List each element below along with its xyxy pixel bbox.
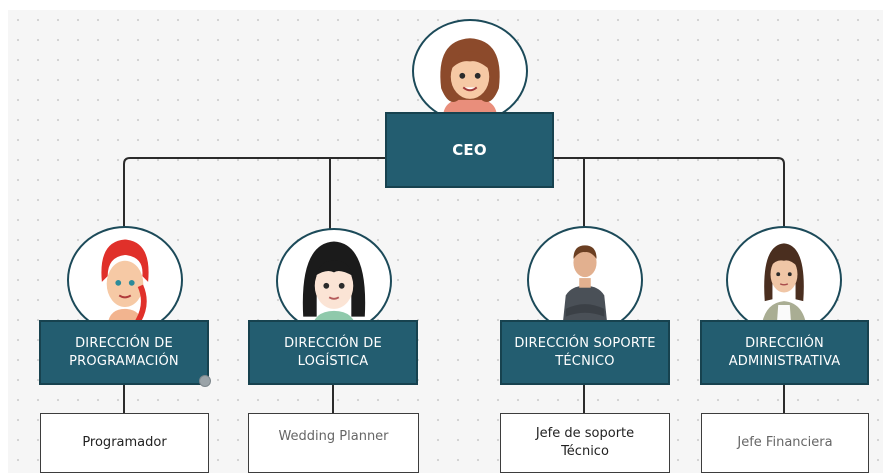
role-box-jefe-soporte[interactable]: Jefe de soporte Técnico: [500, 413, 670, 473]
connector-ceo-administrativa: [554, 157, 785, 320]
department-node-soporte[interactable]: DIRECCIÓN SOPORTE TÉCNICO: [500, 320, 670, 385]
node-options-icon[interactable]: [199, 375, 211, 387]
man-crossed-arms-icon: [561, 245, 609, 332]
woman-brown-hair-icon: [440, 38, 500, 118]
role-box-programador[interactable]: Programador: [40, 413, 209, 473]
role-box-jefe-financiera[interactable]: Jefe Financiera: [701, 413, 869, 473]
woman-business-icon: [760, 243, 808, 332]
connector-ceo-programacion: [123, 157, 385, 320]
department-node-logistica[interactable]: DIRECCIÓN DE LOGÍSTICA: [248, 320, 418, 385]
ceo-avatar: [412, 19, 528, 123]
role-box-wedding-planner[interactable]: Wedding Planner: [248, 413, 419, 473]
red-braid-woman-icon: [101, 239, 149, 332]
programacion-avatar: [67, 226, 183, 334]
department-node-programacion[interactable]: DIRECCIÓN DE PROGRAMACIÓN: [39, 320, 209, 385]
logistica-avatar: [276, 228, 392, 334]
ceo-node[interactable]: CEO: [385, 112, 554, 188]
soporte-avatar: [527, 226, 643, 334]
administrativa-avatar: [726, 226, 842, 334]
department-node-administrativa[interactable]: DIRECCIIÓN ADMINISTRATIVA: [700, 320, 869, 385]
black-hair-woman-icon: [302, 241, 366, 332]
